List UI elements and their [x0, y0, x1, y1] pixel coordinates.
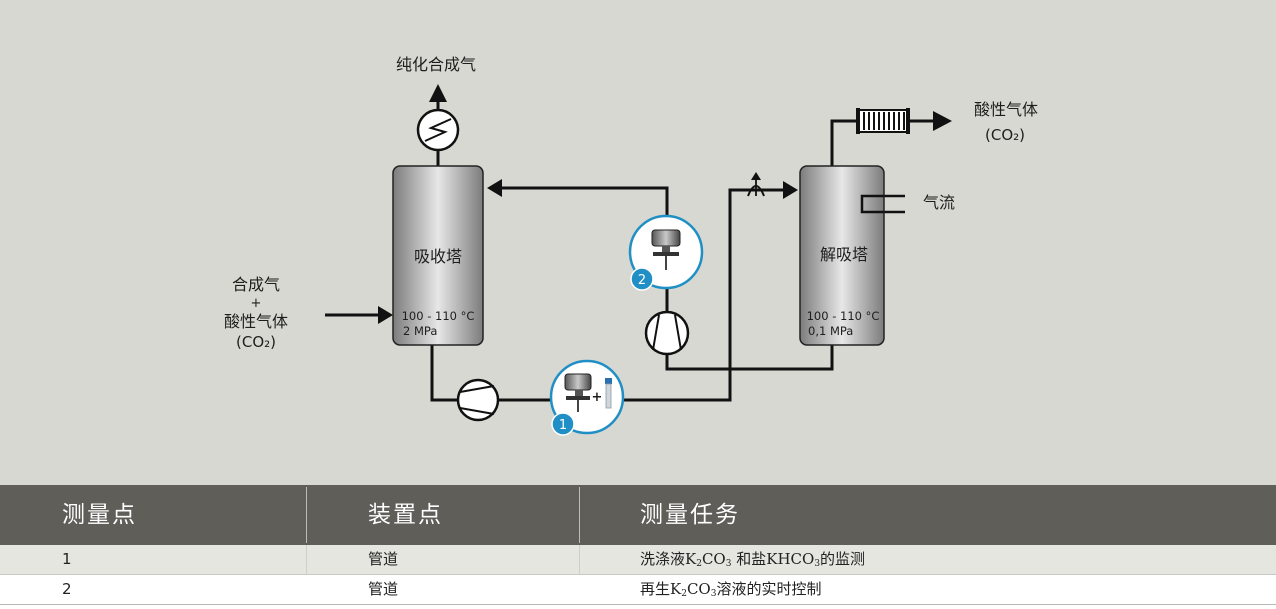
absorber-bottom-pipe: [430, 345, 458, 402]
row-divider: [579, 545, 580, 574]
lean-solution-pipe-a: [665, 345, 834, 371]
row-location: 管道: [368, 550, 399, 568]
marker-1-number: 1: [559, 418, 567, 433]
probe-icon: [605, 378, 612, 409]
cooler-icon: [856, 108, 910, 134]
header-measurement-task: 测量任务: [640, 502, 740, 528]
throttle-valve-tip: [751, 172, 761, 180]
feed-label-formula: (CO₂): [236, 333, 276, 351]
process-diagram: 吸收塔 100 - 110 °C 2 MPa 解吸塔 100 - 110 °C …: [0, 0, 1276, 485]
acid-gas-formula: (CO₂): [985, 126, 1025, 144]
condenser-icon: [416, 108, 460, 152]
desorber-inlet-arrow: [783, 181, 798, 199]
row-location: 管道: [368, 580, 399, 598]
acid-gas-label: 酸性气体: [974, 100, 1038, 119]
pump-2-icon: [644, 310, 690, 356]
desorber-temp: 100 - 110 °C: [807, 309, 880, 323]
feed-label-plus: +: [251, 296, 262, 311]
desorber-top-pipe: [830, 119, 858, 166]
purified-gas-arrow: [429, 84, 447, 102]
marker-2-number: 2: [638, 273, 646, 288]
feed-arrow: [378, 306, 393, 324]
lean-solution-return-pipe: [500, 186, 669, 217]
acid-gas-arrow: [933, 111, 952, 131]
desorber-pressure: 0,1 MPa: [808, 324, 853, 338]
header-divider: [306, 487, 307, 543]
absorber-temp: 100 - 110 °C: [402, 309, 475, 323]
purified-gas-label: 纯化合成气: [396, 55, 476, 74]
absorber-return-arrow: [487, 179, 502, 197]
table-row: 1 管道 洗涤液K2CO3 和盐KHCO3的监测: [0, 545, 1276, 575]
measurement-point-1[interactable]: + 1: [549, 359, 625, 436]
absorber-tower: 吸收塔 100 - 110 °C 2 MPa: [392, 165, 484, 346]
diagram-canvas: 吸收塔 100 - 110 °C 2 MPa 解吸塔 100 - 110 °C …: [224, 55, 1038, 436]
absorber-pressure: 2 MPa: [403, 324, 437, 338]
table-row: 2 管道 再生K2CO3溶液的实时控制: [0, 575, 1276, 605]
steam-label: 气流: [923, 193, 955, 212]
row-task: 再生K2CO3溶液的实时控制: [640, 580, 822, 599]
row-divider: [306, 545, 307, 574]
desorber-label: 解吸塔: [820, 245, 868, 264]
row-point: 2: [62, 580, 72, 598]
marker-1-badge: [551, 412, 575, 436]
header-installation-point: 装置点: [368, 502, 443, 528]
row-point: 1: [62, 550, 72, 568]
steam-heater-inner: [860, 194, 884, 214]
marker-2-badge: [630, 267, 654, 291]
row-task: 洗涤液K2CO3 和盐KHCO3的监测: [640, 550, 866, 569]
feed-label-line2: 酸性气体: [224, 312, 288, 331]
pump-1-icon: [456, 378, 500, 422]
level-transmitter-icon-2: [651, 229, 681, 270]
feed-label-line1: 合成气: [232, 275, 280, 294]
level-transmitter-icon: [564, 373, 592, 412]
measurement-table: 测量点 装置点 测量任务 1 管道 洗涤液K2CO3 和盐KHCO3的监测 2 …: [0, 485, 1276, 607]
absorber-label: 吸收塔: [414, 247, 462, 266]
rich-solution-pipe-b: [623, 188, 785, 402]
header-measurement-point: 测量点: [62, 502, 137, 528]
header-divider: [579, 487, 580, 543]
device-plus-sign: +: [592, 390, 603, 405]
desorber-tower: 解吸塔 100 - 110 °C 0,1 MPa: [799, 165, 885, 346]
table-header: 测量点 装置点 测量任务: [0, 485, 1276, 545]
measurement-point-2[interactable]: 2: [628, 214, 704, 291]
